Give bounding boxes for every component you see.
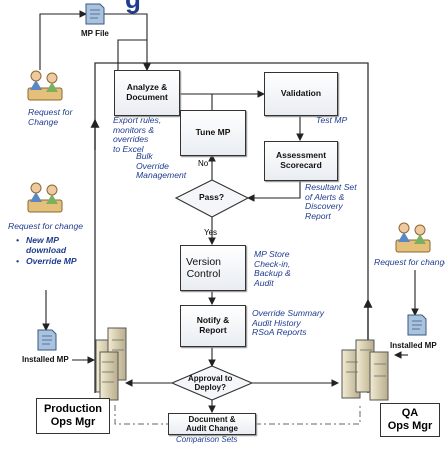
decision-approval <box>170 365 254 401</box>
annotation-export: Export rules, monitors & overrides to Ex… <box>113 115 162 154</box>
request-change-label-right: Request for change <box>374 257 445 267</box>
annotation-bulk: Bulk Override Management <box>136 151 187 181</box>
people-icon-right <box>395 222 431 253</box>
people-icon-mid-left <box>27 182 63 213</box>
request-change-label-left: Request for Change <box>28 107 73 127</box>
people-icon-top-left <box>27 70 63 101</box>
analyze-document-box: Analyze & Document <box>114 70 180 116</box>
installed-mp-file-icon-left <box>37 329 57 351</box>
annotation-comparison: Comparison Sets <box>176 435 238 444</box>
version-control-box: Version Control <box>180 245 246 291</box>
decision-pass <box>174 179 250 218</box>
annotation-test-mp: Test MP <box>316 115 348 125</box>
bullet-new-mp: • <box>16 235 20 245</box>
tune-mp-box: Tune MP <box>180 110 246 156</box>
title-fragment: g <box>125 0 141 15</box>
mp-file-label: MP File <box>81 29 109 38</box>
edge-yes-label: Yes <box>204 228 218 237</box>
installed-mp-file-icon-right <box>407 314 427 336</box>
document-audit-box: Document & Audit Change <box>168 413 256 435</box>
server-icon-qa <box>341 339 389 401</box>
server-icon-production <box>95 327 127 401</box>
production-ops-mgr-box: Production Ops Mgr <box>36 398 110 434</box>
request-change-label-mid: Request for change <box>8 221 84 231</box>
annotation-mp-store: MP Store Check-in, Backup & Audit <box>254 249 291 288</box>
decision-approval-label: Approval to Deploy? <box>188 374 233 392</box>
notify-report-box: Notify & Report <box>180 305 246 347</box>
validation-box: Validation <box>264 72 338 116</box>
annotation-resultant: Resultant Set of Alerts & Discovery Repo… <box>305 182 357 221</box>
installed-mp-label-left: Installed MP <box>22 355 69 364</box>
decision-pass-label: Pass? <box>199 192 225 202</box>
assessment-scorecard-box: Assessment Scorecard <box>264 141 338 181</box>
annotation-override-summary: Override Summary Audit History RSoA Repo… <box>252 308 325 338</box>
bullet-override: • <box>16 256 20 266</box>
edge-no-label: No <box>198 159 209 168</box>
bullet-override-text: Override MP <box>26 256 77 266</box>
qa-ops-mgr-box: QA Ops Mgr <box>380 403 440 437</box>
installed-mp-label-right: Installed MP <box>390 341 437 350</box>
bullet-new-mp-text: New MP download <box>26 235 67 255</box>
mp-file-icon <box>85 3 105 25</box>
